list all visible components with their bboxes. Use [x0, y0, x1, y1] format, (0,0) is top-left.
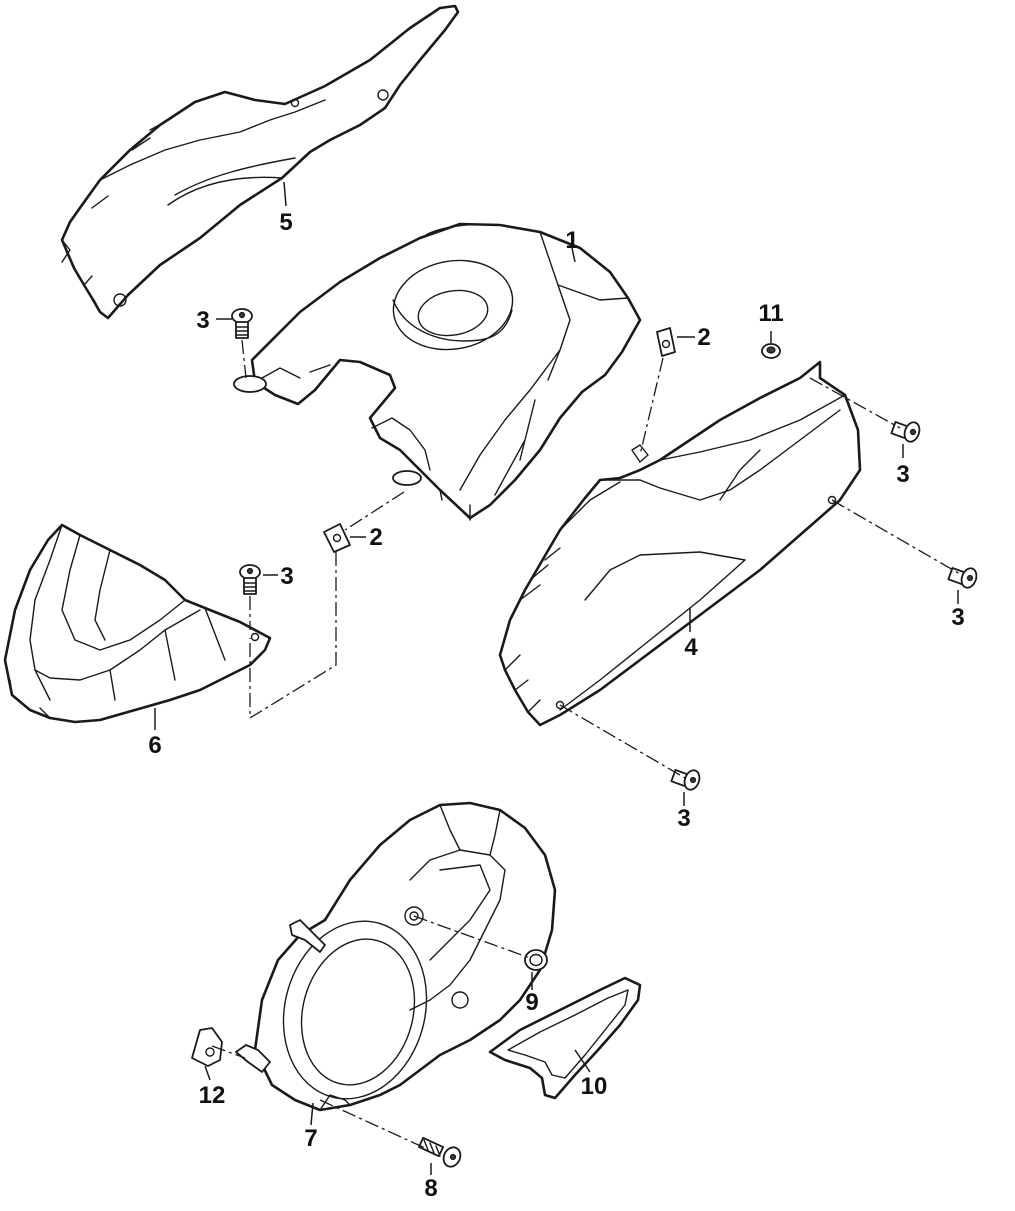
grommet-11: [761, 343, 781, 359]
callout-1: 1: [565, 227, 578, 254]
bracket-12: [191, 1027, 223, 1067]
bolt-3-right-middle: [947, 567, 978, 589]
callout-3-right-middle: 3: [951, 604, 964, 631]
callout-11: 11: [758, 300, 783, 327]
bolt-3-cowl: [239, 564, 261, 595]
callout-3-right-upper: 3: [896, 461, 909, 488]
callout-5: 5: [279, 209, 292, 236]
callout-12: 12: [199, 1082, 226, 1109]
assembly-lines: [211, 339, 961, 1149]
part-4-side-cover: [498, 360, 862, 727]
clip-2-lower: [323, 523, 351, 553]
callout-10: 10: [581, 1073, 608, 1100]
leader-lines: [154, 181, 959, 1175]
grommet-9: [524, 949, 548, 971]
bolt-3-right-upper: [890, 421, 921, 443]
part-10-trim: [488, 976, 642, 1100]
part-5-side-cover: [60, 4, 460, 320]
callout-7: 7: [304, 1125, 317, 1152]
callout-labels: 1 2 2 3 3 3 3 3 3 4 5 6 7 8 9 10 11 12: [148, 209, 964, 1202]
callout-3-upper-left: 3: [196, 307, 209, 334]
part-6-front-cowl: [3, 523, 272, 724]
callout-4: 4: [684, 634, 698, 661]
clip-2-upper: [656, 327, 676, 357]
callout-2-lower: 2: [369, 524, 382, 551]
callout-3-lower: 3: [677, 805, 690, 832]
callout-6: 6: [148, 732, 161, 759]
callout-2-upper: 2: [697, 324, 710, 351]
part-1-tank-cover: [233, 222, 642, 521]
part-7-engine-cover: [235, 801, 557, 1112]
bolt-8: [418, 1136, 462, 1168]
callout-3-cowl: 3: [280, 563, 293, 590]
bolt-3-lower: [670, 769, 701, 791]
callout-9: 9: [525, 989, 538, 1016]
bolt-3-upper-left: [231, 308, 253, 339]
callout-8: 8: [424, 1175, 437, 1202]
